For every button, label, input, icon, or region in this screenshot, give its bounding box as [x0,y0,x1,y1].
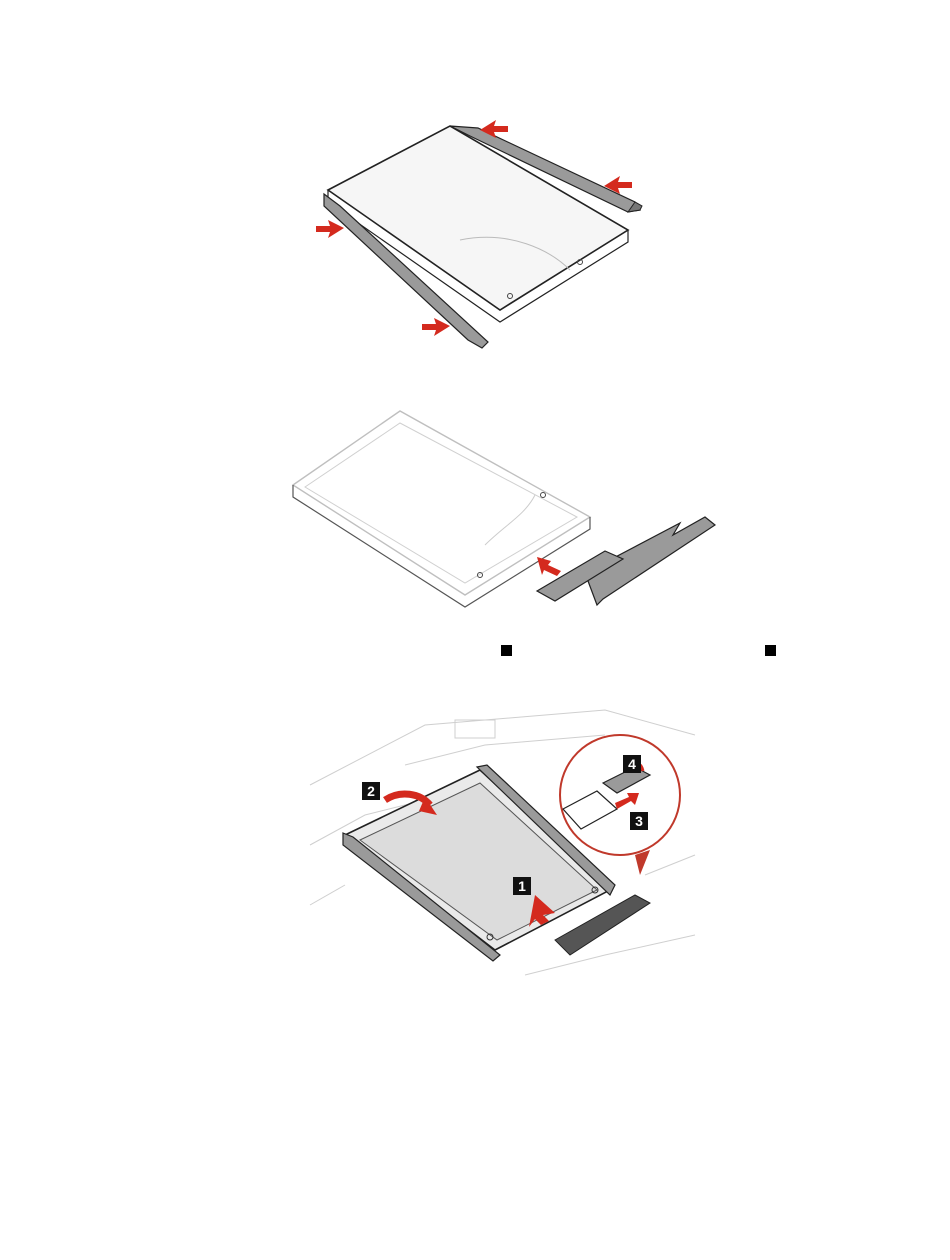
arrow-icon [422,318,450,336]
callout-marker-icon [765,645,776,656]
figure-bay-install: 1 2 3 4 [305,705,700,985]
callout-step-1: 1 [513,877,531,895]
callout-step-4-label: 4 [628,756,636,772]
callout-step-3: 3 [630,812,648,830]
callout-step-1-label: 1 [518,878,526,894]
callout-step-2-label: 2 [367,783,375,799]
callout-step-2: 2 [362,782,380,800]
figure-cable-connect [285,405,720,615]
hdd-install-bay-illustration: 1 2 3 4 [305,705,700,985]
zoom-circle [560,735,680,855]
hdd-bracket-install-illustration [310,110,660,355]
arrow-icon [316,220,344,238]
arrow-icon [537,557,561,576]
callout-step-4: 4 [623,755,641,773]
callout-step-3-label: 3 [635,813,643,829]
drive-body [328,126,628,310]
zoom-pointer [635,850,650,875]
callout-marker-icon [501,645,512,656]
figure-bracket-install [310,110,660,355]
hdd-cable-connect-illustration [285,405,720,615]
